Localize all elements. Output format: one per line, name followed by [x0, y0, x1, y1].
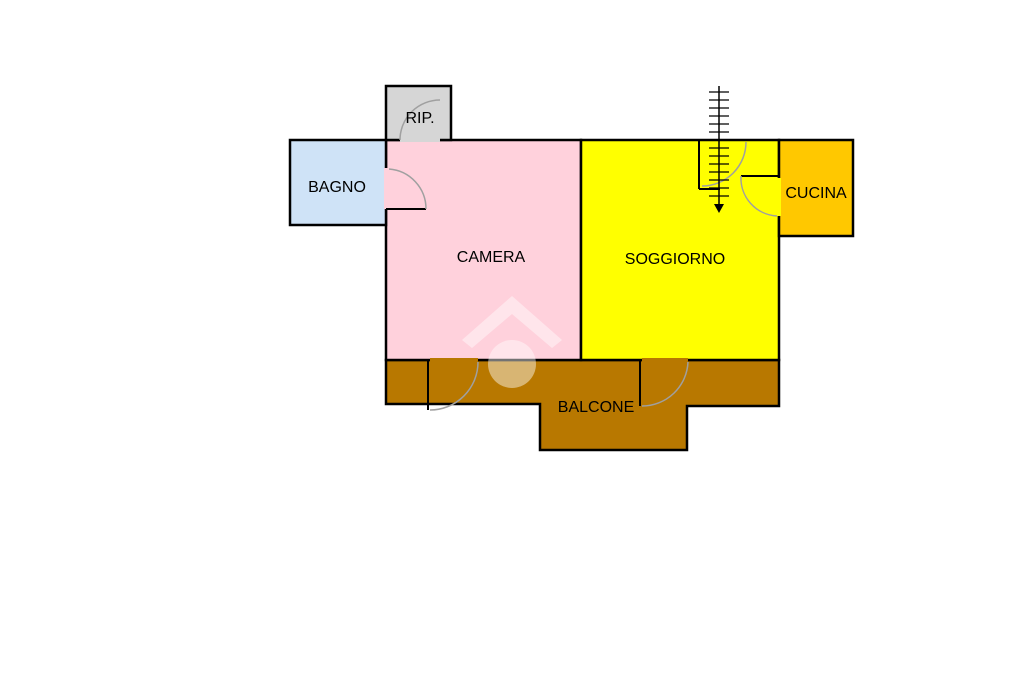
room-label-camera: CAMERA [457, 249, 526, 266]
door-soggiorno-cucina [740, 175, 781, 217]
room-camera [384, 138, 583, 362]
door-rip-camera [399, 99, 441, 142]
door-bagno-camera [384, 168, 427, 210]
house-logo-icon [462, 296, 562, 388]
stair-arrow-icon [698, 86, 747, 213]
room-rip [384, 84, 453, 142]
room-label-cucina: CUCINA [785, 185, 847, 202]
door-soggiorno-balcone [639, 358, 689, 407]
door-camera-balcone [427, 358, 479, 411]
room-label-bagno: BAGNO [308, 179, 366, 196]
room-label-rip: RIP. [405, 110, 434, 127]
room-label-balcone: BALCONE [558, 399, 634, 416]
room-balcone [384, 358, 781, 452]
room-bagno [288, 138, 388, 227]
room-soggiorno [579, 138, 781, 362]
room-label-soggiorno: SOGGIORNO [625, 251, 725, 268]
